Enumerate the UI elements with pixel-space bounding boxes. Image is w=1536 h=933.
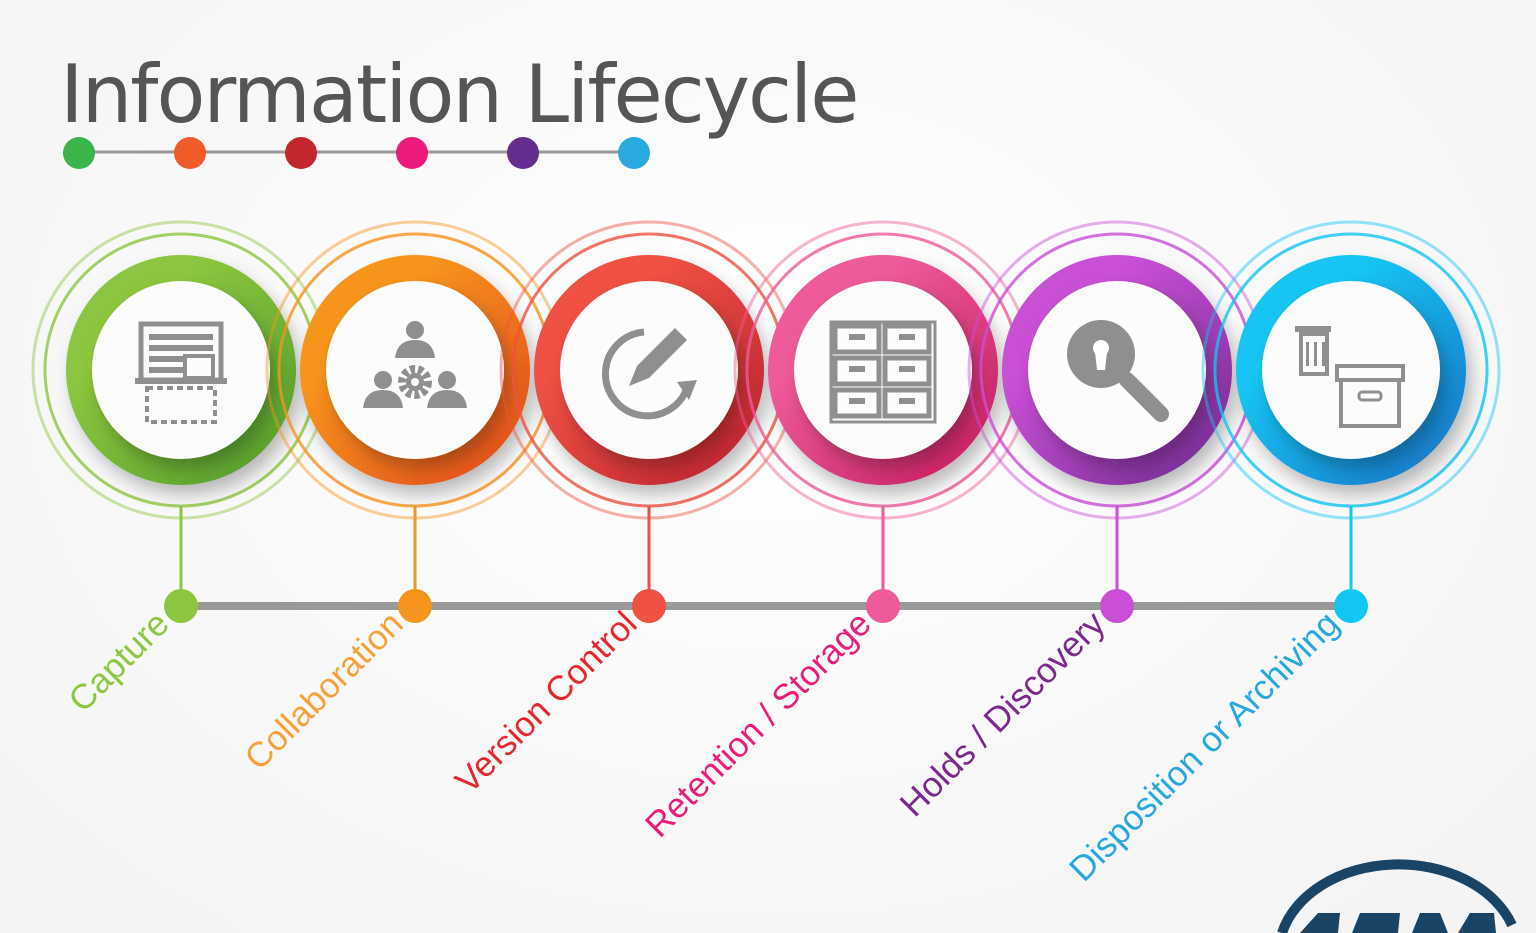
title-dot xyxy=(63,137,95,169)
filing-cabinet-icon xyxy=(829,320,937,424)
timeline-dot xyxy=(1334,589,1368,623)
stage-label: Version Control xyxy=(448,604,645,801)
timeline-dot xyxy=(398,589,432,623)
timeline-dot xyxy=(866,589,900,623)
page-title: Information Lifecycle xyxy=(60,48,857,141)
title-dots xyxy=(63,137,650,169)
stage-collaboration: Collaboration xyxy=(237,220,565,777)
stage-label: Holds / Discovery xyxy=(893,604,1113,824)
timeline-dot xyxy=(1100,589,1134,623)
stage-label: Retention / Storage xyxy=(638,604,879,845)
title-dot xyxy=(396,137,428,169)
edit-refresh-icon xyxy=(601,328,697,420)
timeline-dot xyxy=(164,589,198,623)
title-dot xyxy=(507,137,539,169)
team-gear-icon xyxy=(363,321,467,408)
document-scan-icon xyxy=(135,321,227,424)
stage-label: Disposition or Archiving xyxy=(1062,604,1347,889)
title-dot xyxy=(618,137,650,169)
title-dot xyxy=(285,137,317,169)
trash-archive-box-icon xyxy=(1295,326,1405,428)
white-disc xyxy=(1262,281,1440,459)
stage-capture: Capture xyxy=(31,220,331,720)
stage-label: Collaboration xyxy=(237,604,410,777)
stage-label: Capture xyxy=(61,604,177,720)
search-keyhole-icon xyxy=(1067,320,1169,422)
arma-logo xyxy=(1277,859,1517,933)
title-dot xyxy=(174,137,206,169)
timeline-dot xyxy=(632,589,666,623)
